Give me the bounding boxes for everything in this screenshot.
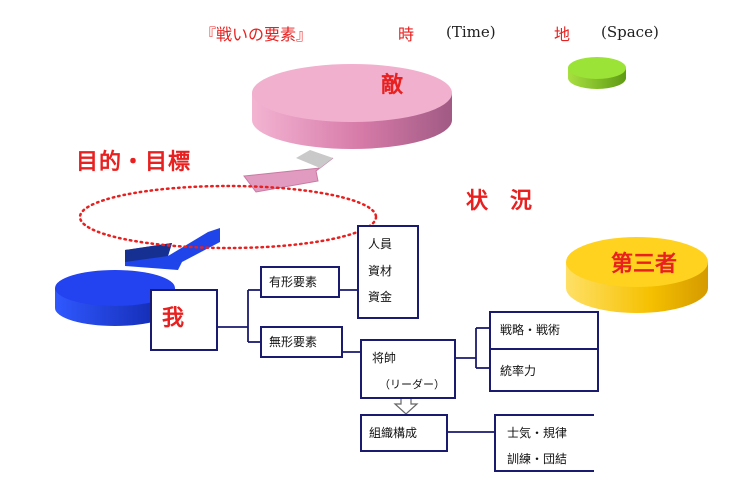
title-text: 『戦いの要素』 xyxy=(200,25,313,44)
morale-training-bracket xyxy=(494,414,594,472)
pink-arrow xyxy=(243,150,334,193)
space-kanji: 地 xyxy=(554,25,571,44)
intangible-label: 無形要素 xyxy=(269,335,318,349)
tangible-label: 有形要素 xyxy=(269,275,318,289)
materials-label: 資材 xyxy=(368,264,393,278)
third-party-disk xyxy=(566,237,708,313)
goal-ellipse xyxy=(78,184,378,250)
situation-label: 状 況 xyxy=(466,189,533,214)
funds-label: 資金 xyxy=(368,290,393,304)
strategy-label: 戦略・戦術 xyxy=(500,323,561,337)
command-label: 統率力 xyxy=(500,364,537,378)
personnel-label: 人員 xyxy=(368,237,393,251)
self-label: 我 xyxy=(162,306,185,331)
goal-label: 目的・目標 xyxy=(76,150,192,175)
blue-arrow xyxy=(125,228,220,270)
commander-box xyxy=(360,339,456,399)
self-disk xyxy=(55,270,175,326)
intangible-box xyxy=(260,326,343,358)
self-box xyxy=(150,289,218,351)
leader-label: （リーダー） xyxy=(379,378,445,391)
third-party-label: 第三者 xyxy=(611,252,678,277)
organization-label: 組織構成 xyxy=(369,426,418,440)
enemy-disk xyxy=(252,64,452,149)
connector-lines xyxy=(217,289,494,433)
space-latin: (Space) xyxy=(601,23,659,41)
enemy-label: 敵 xyxy=(381,73,404,98)
tangible-box xyxy=(260,266,340,298)
morale-label: 士気・規律 xyxy=(507,426,568,440)
commander-label: 将帥 xyxy=(372,351,397,365)
resources-box xyxy=(357,225,419,319)
strategy-divider xyxy=(490,348,598,350)
organization-box xyxy=(360,414,448,452)
space-disk xyxy=(568,57,626,89)
time-kanji: 時 xyxy=(398,25,415,44)
time-latin: (Time) xyxy=(446,23,496,41)
strategy-command-box xyxy=(489,311,599,392)
training-label: 訓練・団結 xyxy=(507,452,568,466)
